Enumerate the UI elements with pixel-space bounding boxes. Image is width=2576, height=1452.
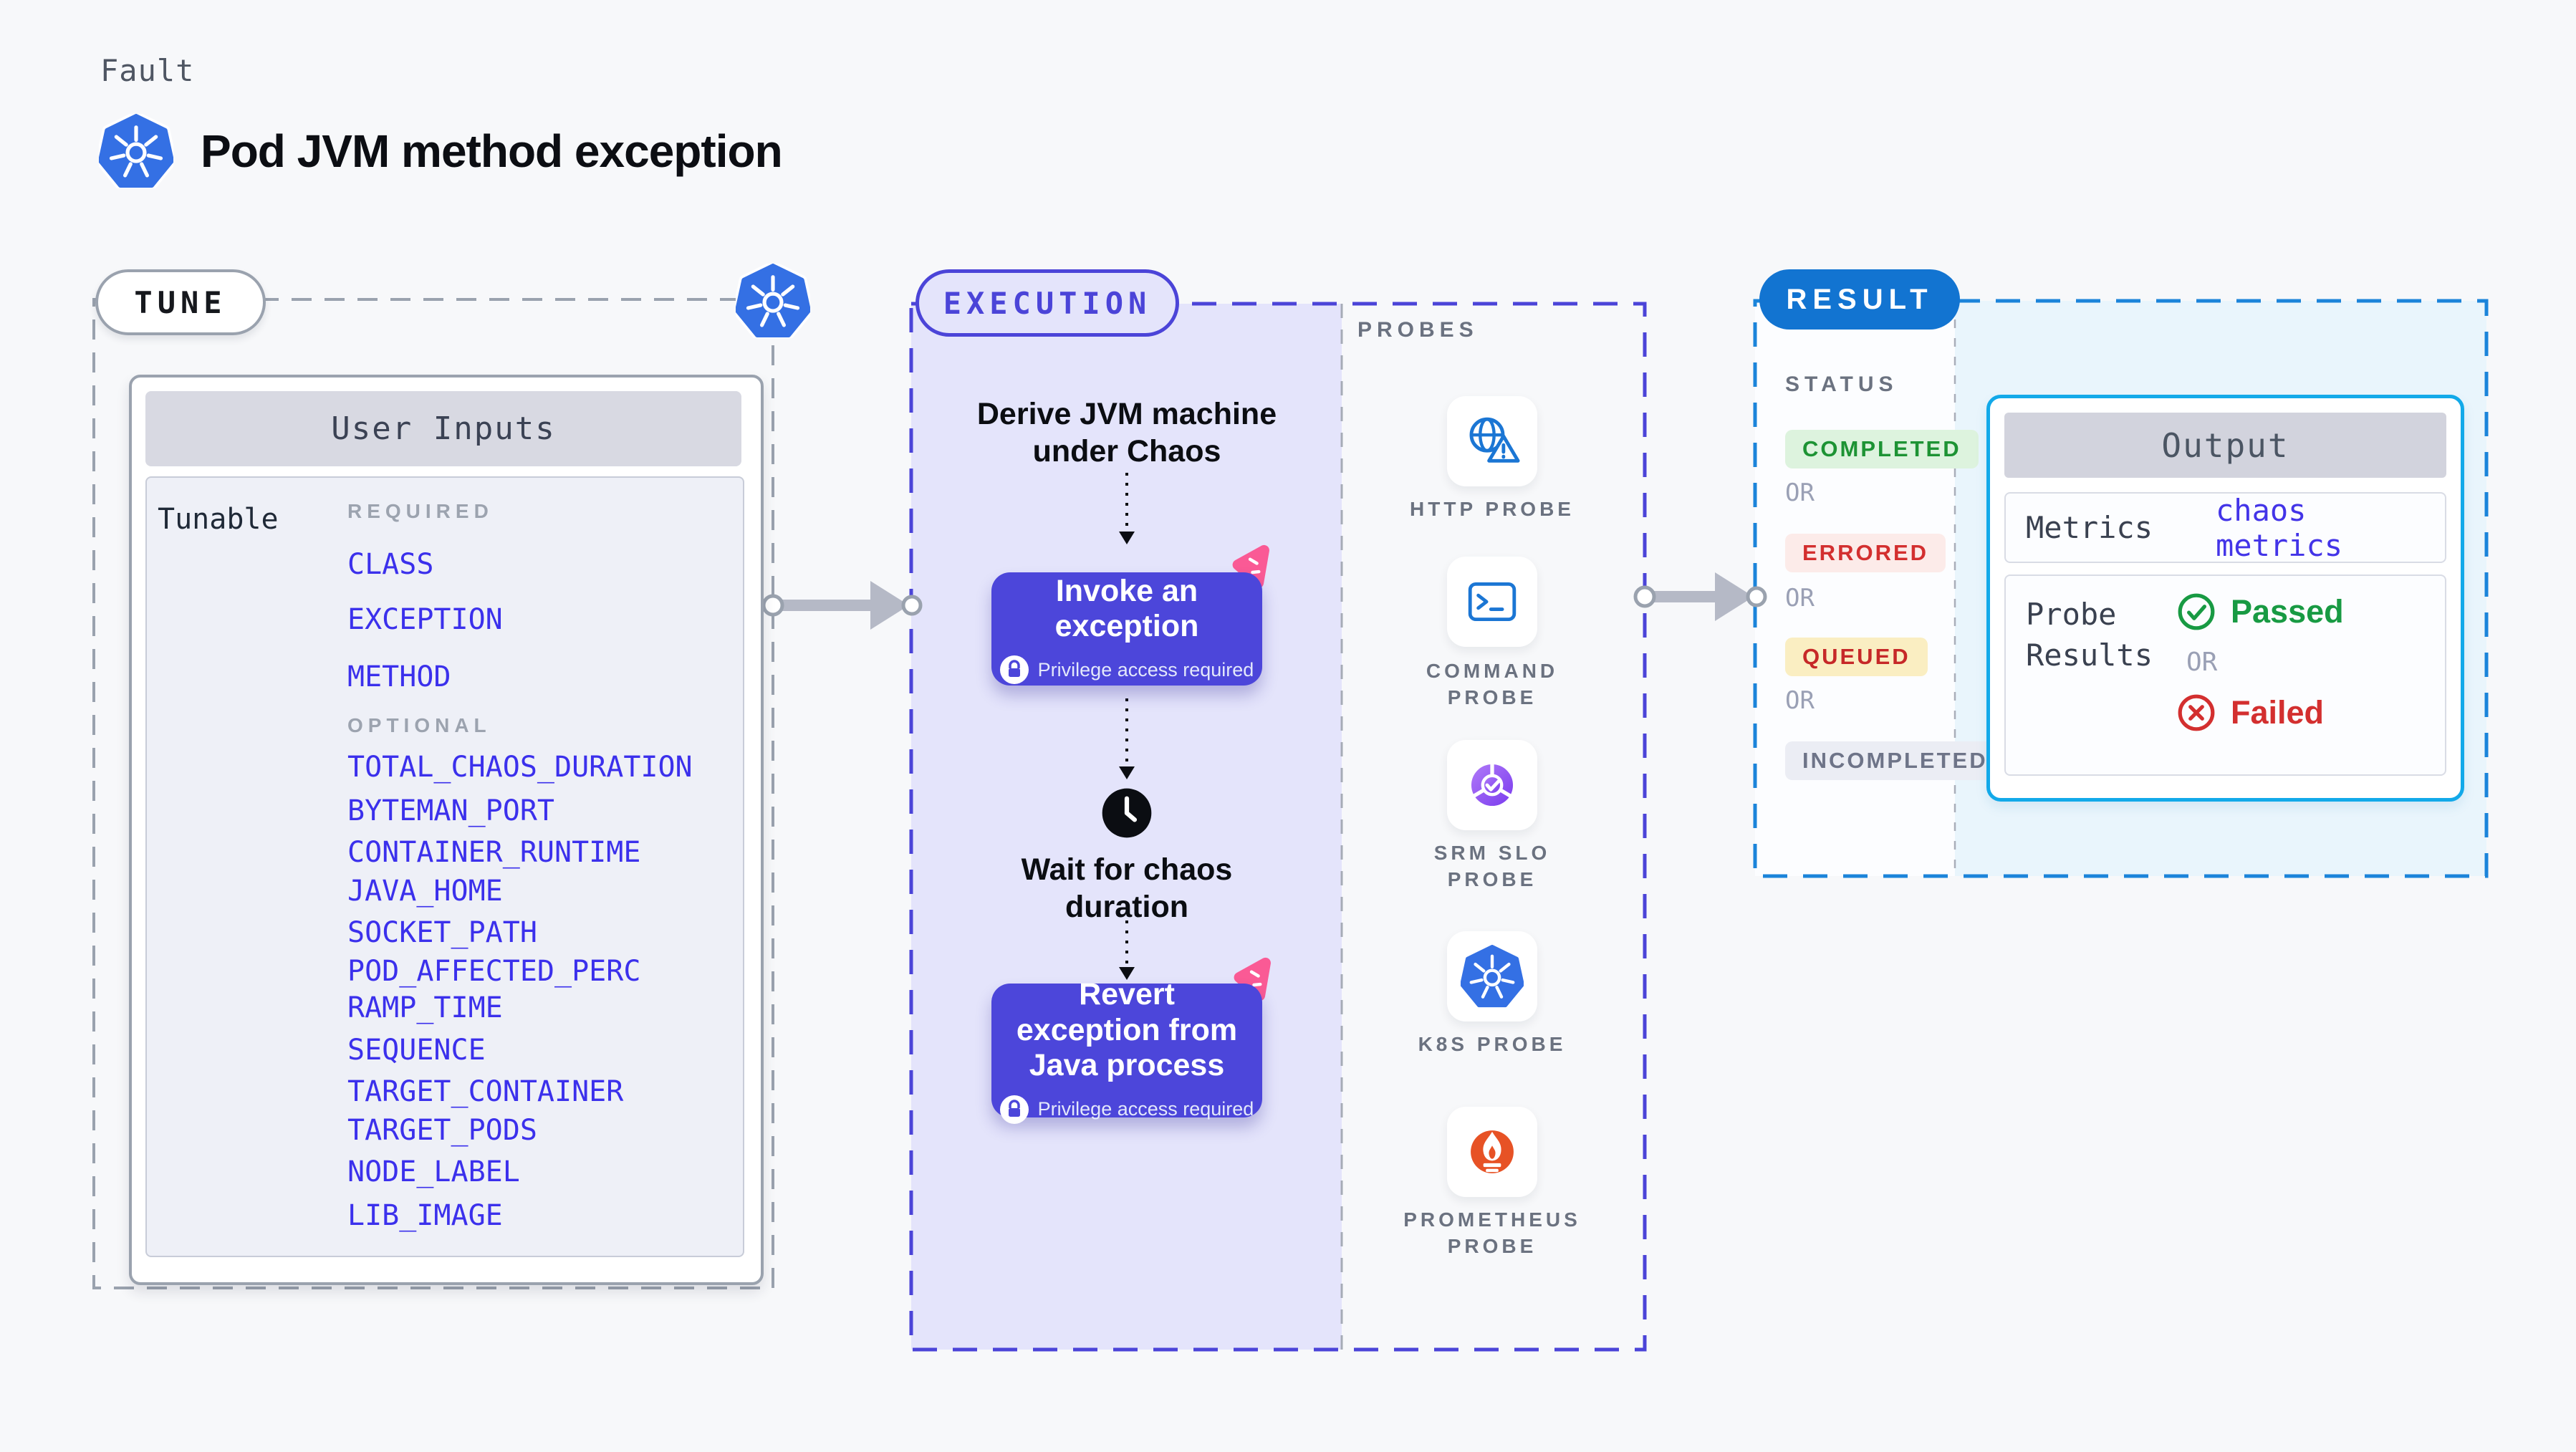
- prometheus-probe-icon: [1471, 1130, 1514, 1173]
- fault-kicker: Fault: [100, 53, 195, 88]
- probe-results-row: Probe Results Passed OR Failed: [2004, 574, 2446, 776]
- http-probe-label: HTTP PROBE: [1410, 498, 1575, 520]
- user-inputs-header: User Inputs: [145, 391, 741, 466]
- status-badge: INCOMPLETED: [1785, 741, 2005, 780]
- tunable-var[interactable]: EXCEPTION: [347, 603, 503, 636]
- execution-badge-label: EXECUTION: [943, 285, 1152, 321]
- privilege-note: Privilege access required: [999, 1095, 1254, 1124]
- tunable-var[interactable]: JAVA_HOME: [347, 875, 503, 908]
- kubernetes-icon: [736, 264, 810, 338]
- srm-slo-probe-card[interactable]: [1447, 740, 1537, 830]
- or-separator: OR: [1785, 584, 1815, 612]
- tunable-var[interactable]: TARGET_CONTAINER: [347, 1075, 624, 1108]
- failed-line: Failed: [2176, 693, 2344, 733]
- k8s-probe-card[interactable]: [1447, 931, 1537, 1021]
- http-probe-icon: [1469, 417, 1520, 463]
- or-separator: OR: [2186, 648, 2218, 677]
- result-badge-label: RESULT: [1786, 283, 1933, 315]
- k8s-probe-icon: [1461, 945, 1524, 1008]
- tunable-var[interactable]: POD_AFFECTED_PERC: [347, 955, 641, 988]
- passed-line: Passed: [2176, 592, 2344, 632]
- probes-section-label: PROBES: [1357, 318, 1479, 342]
- status-section-label: STATUS: [1785, 372, 1898, 396]
- failed-x-icon: [2178, 694, 2215, 731]
- status-badge: QUEUED: [1785, 638, 1928, 676]
- privilege-note-label: Privilege access required: [1037, 658, 1254, 681]
- srm-slo-probe-icon: [1471, 761, 1514, 807]
- tunable-var[interactable]: TOTAL_CHAOS_DURATION: [347, 751, 693, 784]
- tune-to-execution-arrow: [761, 581, 923, 630]
- tunable-var[interactable]: NODE_LABEL: [347, 1155, 520, 1188]
- lock-icon: [999, 655, 1029, 685]
- privilege-note: Privilege access required: [999, 655, 1254, 685]
- metrics-value[interactable]: chaos metrics: [2216, 492, 2343, 563]
- srm-slo-probe-label: SRM SLO PROBE: [1433, 842, 1551, 890]
- output-header: Output: [2004, 413, 2446, 478]
- kubernetes-icon: [99, 114, 173, 188]
- output-title: Output: [2161, 425, 2289, 465]
- metrics-row: Metrics chaos metrics: [2004, 492, 2446, 563]
- probe-results-label: Probe Results: [2026, 597, 2153, 673]
- metrics-label: Metrics: [2026, 510, 2153, 545]
- title-row: Pod JVM method exception: [99, 113, 783, 189]
- clock-icon: [1102, 788, 1152, 838]
- tunable-var[interactable]: SEQUENCE: [347, 1034, 486, 1067]
- optional-group-label: OPTIONAL: [347, 714, 491, 736]
- command-probe-card[interactable]: [1447, 557, 1537, 647]
- command-probe-icon: [1468, 582, 1517, 622]
- lock-icon: [999, 1095, 1029, 1124]
- tunable-var[interactable]: CLASS: [347, 548, 434, 581]
- tunable-var[interactable]: LIB_IMAGE: [347, 1199, 503, 1232]
- tunable-var[interactable]: CONTAINER_RUNTIME: [347, 836, 641, 869]
- or-separator: OR: [1785, 686, 1815, 715]
- derive-step-text: Derive JVM machine under Chaos: [976, 397, 1277, 468]
- execution-to-result-arrow: [1633, 572, 1767, 621]
- user-inputs-title: User Inputs: [331, 410, 556, 447]
- tune-badge[interactable]: TUNE: [95, 269, 266, 335]
- status-badge: ERRORED: [1785, 534, 1946, 572]
- revert-exception-label: Revert exception from Java process: [1016, 977, 1238, 1083]
- prometheus-probe-card[interactable]: [1447, 1107, 1537, 1197]
- tunable-var[interactable]: RAMP_TIME: [347, 991, 503, 1024]
- tunables-panel: Tunable REQUIRED CLASS EXCEPTION METHOD …: [145, 476, 744, 1257]
- prometheus-probe-label: PROMETHEUS PROBE: [1403, 1208, 1581, 1257]
- or-separator: OR: [1785, 479, 1815, 507]
- probe-results-values: Passed OR Failed: [2176, 592, 2344, 733]
- revert-exception-button[interactable]: Revert exception from Java process Privi…: [991, 977, 1262, 1124]
- result-badge[interactable]: RESULT: [1759, 269, 1960, 330]
- command-probe-label: COMMAND PROBE: [1426, 660, 1559, 708]
- http-probe-card[interactable]: [1447, 396, 1537, 486]
- invoke-exception-label: Invoke an exception: [1054, 573, 1199, 643]
- k8s-probe-label: K8S PROBE: [1418, 1033, 1567, 1055]
- failed-label: Failed: [2231, 694, 2325, 731]
- page-title: Pod JVM method exception: [201, 125, 783, 177]
- execution-badge[interactable]: EXECUTION: [915, 269, 1179, 337]
- passed-label: Passed: [2231, 593, 2344, 630]
- wait-step-text: Wait for chaos duration: [1021, 852, 1233, 925]
- tunable-var[interactable]: SOCKET_PATH: [347, 916, 537, 949]
- tunable-var[interactable]: METHOD: [347, 660, 451, 693]
- passed-check-icon: [2178, 593, 2215, 630]
- required-group-label: REQUIRED: [347, 500, 494, 522]
- invoke-exception-button[interactable]: Invoke an exception Privilege access req…: [991, 572, 1262, 686]
- tunable-var[interactable]: TARGET_PODS: [347, 1114, 537, 1147]
- tunable-var[interactable]: BYTEMAN_PORT: [347, 794, 554, 827]
- output-card: Output Metrics chaos metrics Probe Resul…: [1986, 395, 2464, 802]
- status-badge: COMPLETED: [1785, 430, 1979, 468]
- privilege-note-label: Privilege access required: [1037, 1098, 1254, 1120]
- tunable-row-label: Tunable: [158, 503, 279, 536]
- tune-badge-label: TUNE: [134, 284, 227, 320]
